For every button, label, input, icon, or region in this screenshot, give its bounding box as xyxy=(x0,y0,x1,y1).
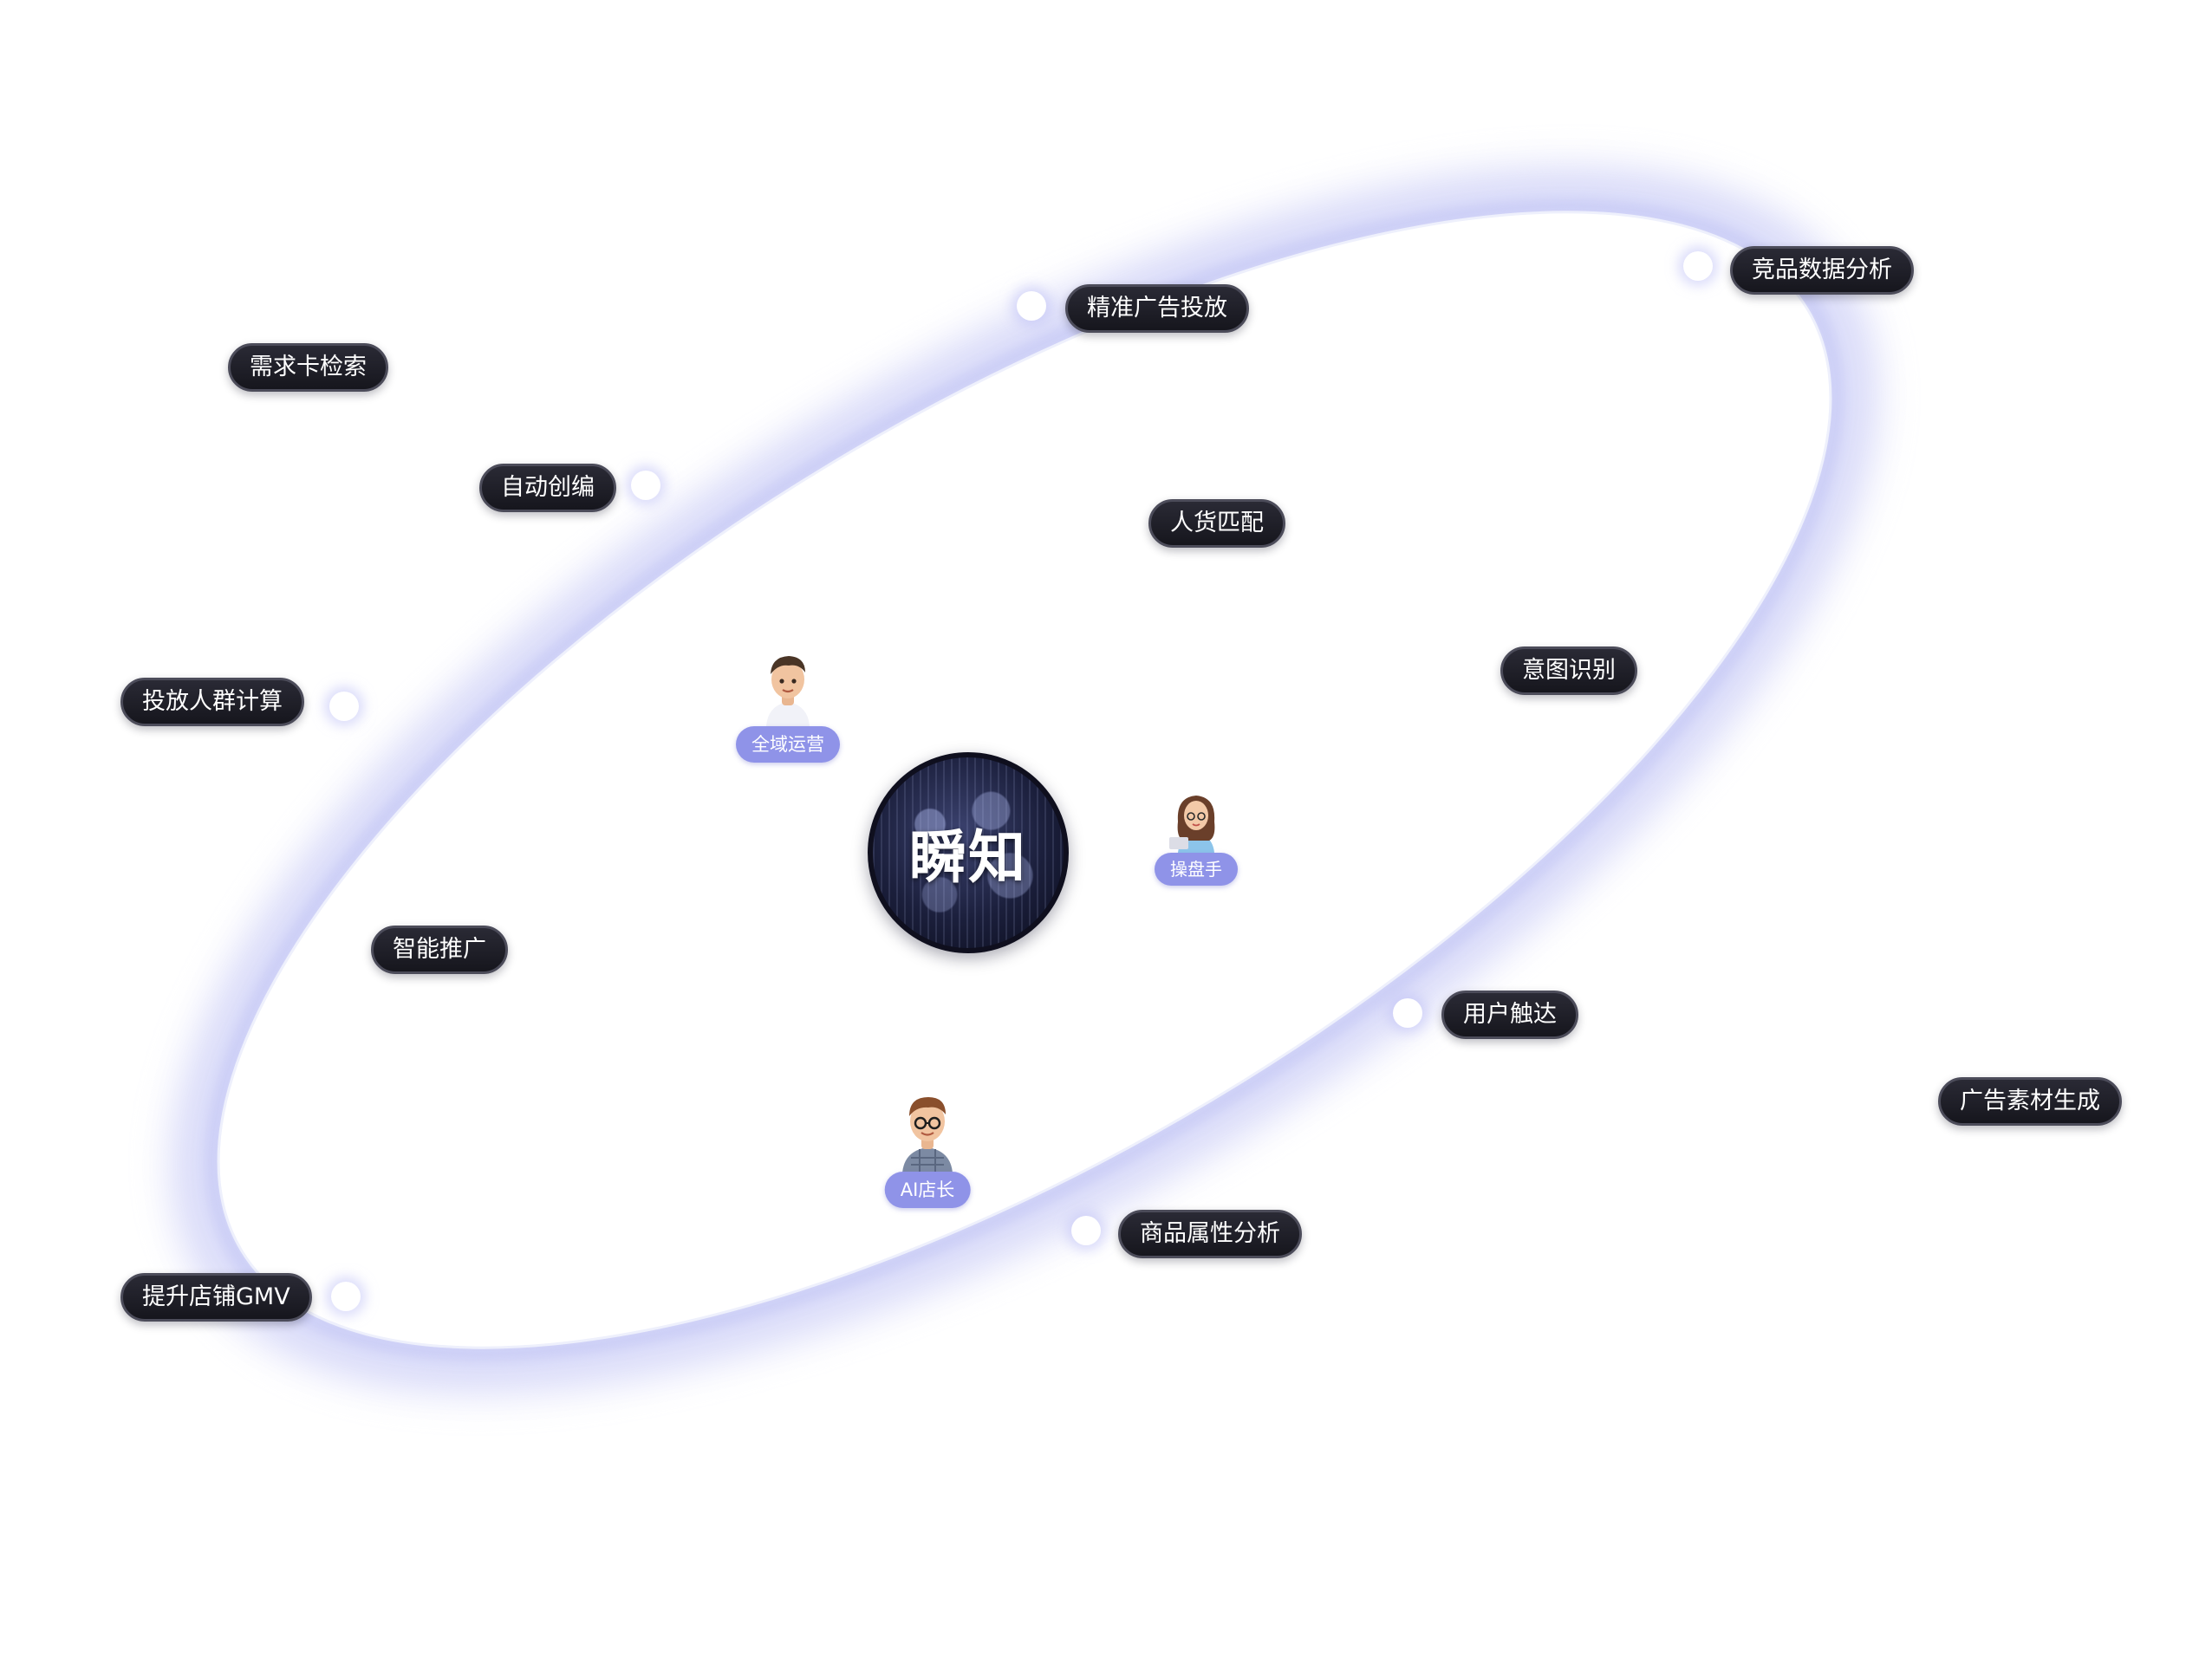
capability-xuqiu-ka-jiansuo[interactable]: 需求卡检索 xyxy=(228,343,388,392)
role-tag: 全域运营 xyxy=(736,726,840,763)
capability-guanggao-sucai-shengcheng[interactable]: 广告素材生成 xyxy=(1938,1077,2122,1126)
agent-caopanshou[interactable]: 操盘手 xyxy=(1153,787,1239,891)
orbit-dot xyxy=(1071,1216,1101,1245)
capability-renhuo-pipei[interactable]: 人货匹配 xyxy=(1148,499,1285,548)
capability-zidong-chuangbian[interactable]: 自动创编 xyxy=(479,464,616,512)
agent-ai-dianzhang[interactable]: AI店长 xyxy=(867,1088,988,1210)
woman-with-laptop-avatar-icon xyxy=(1168,787,1225,853)
man-with-shirt-avatar-icon xyxy=(758,648,818,726)
orbit-dot xyxy=(1017,291,1046,321)
orbit-dot xyxy=(329,692,359,721)
brand-title: 瞬知 xyxy=(909,824,1027,891)
globe-texture xyxy=(873,757,1064,948)
orbit-dot xyxy=(1393,998,1422,1028)
capability-yitu-shibie[interactable]: 意图识别 xyxy=(1500,646,1637,695)
capability-jingzhun-guanggao-toufang[interactable]: 精准广告投放 xyxy=(1065,284,1249,333)
capability-shangpin-shuxing-fenxi[interactable]: 商品属性分析 xyxy=(1118,1210,1302,1258)
capability-yonghu-chuda[interactable]: 用户触达 xyxy=(1441,991,1578,1039)
capability-toufang-renqun-jisuan[interactable]: 投放人群计算 xyxy=(120,678,304,726)
agent-quanyu-yunying[interactable]: 全域运营 xyxy=(732,648,844,766)
orbit-dot xyxy=(631,471,660,500)
capability-zhineng-tuiguang[interactable]: 智能推广 xyxy=(371,926,508,974)
man-with-glasses-avatar-icon xyxy=(894,1088,961,1173)
orbit-dot xyxy=(331,1282,361,1311)
role-tag: 操盘手 xyxy=(1155,853,1238,886)
capability-jingpin-shuju-fenxi[interactable]: 竞品数据分析 xyxy=(1730,246,1914,295)
role-tag: AI店长 xyxy=(884,1172,971,1208)
capability-tisheng-dianpu-gmv[interactable]: 提升店铺GMV xyxy=(120,1273,312,1322)
center-globe[interactable]: 瞬知 xyxy=(868,752,1069,953)
orbit-dot xyxy=(1683,251,1713,281)
